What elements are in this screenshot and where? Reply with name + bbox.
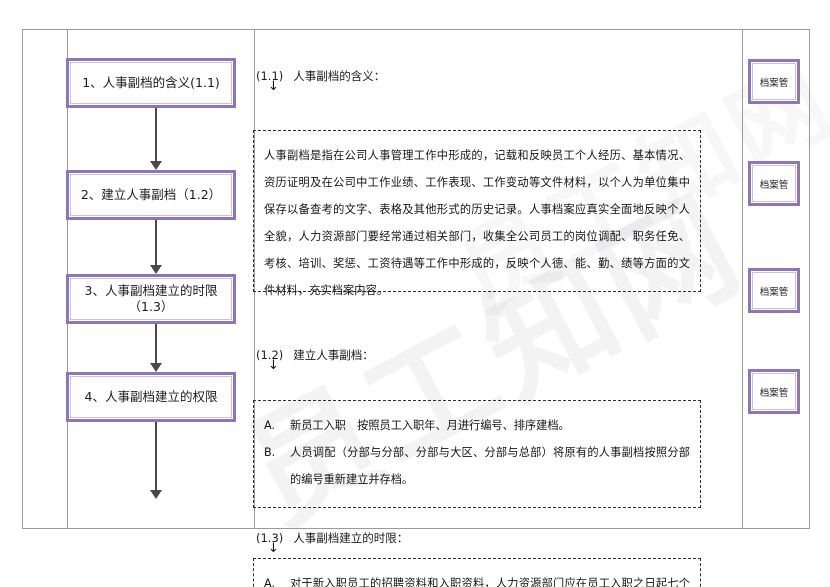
section-2-body: A. 新员工入职 按照员工入职年、月进行编号、排序建档。 B. 人员调配（分部与…	[253, 400, 701, 508]
flow-arrow-1-head	[150, 161, 162, 170]
flow-step-1-label: 1、人事副档的含义(1.1)	[82, 75, 220, 91]
section-2-number: (1.2)	[256, 348, 284, 362]
section-3-title: 人事副档建立的时限：	[293, 531, 409, 545]
section-2-title: 建立人事副档：	[293, 348, 374, 362]
flow-step-3[interactable]: 3、人事副档建立的时限（1.3）	[66, 274, 236, 324]
list-item-marker: A.	[264, 577, 276, 587]
flow-step-3-label: 3、人事副档建立的时限（1.3）	[84, 283, 218, 314]
sidebar-column: 档案管 档案管 档案管 档案管	[719, 29, 810, 529]
sidebar-box-4[interactable]: 档案管	[748, 369, 800, 414]
content-column: (1.1) 人事副档的含义： ↓ 人事副档是指在公司人事管理工作中形成的，记载和反…	[231, 29, 719, 587]
section-1-down-arrow-icon: ↓	[268, 79, 279, 94]
section-2-heading: (1.2) 建立人事副档： ↓	[256, 348, 374, 372]
section-1-paragraph: 人事副档是指在公司人事管理工作中形成的，记载和反映员工个人经历、基本情况、资历证…	[264, 149, 690, 297]
flow-step-2-label: 2、建立人事副档（1.2）	[80, 187, 222, 203]
sidebar-box-3[interactable]: 档案管	[748, 268, 800, 313]
flow-arrow-1-line	[155, 108, 157, 161]
list-item: A. 对于新入职员工的招聘资料和入职资料，人力资源部门应在员工入职之日起七个工作…	[264, 570, 690, 587]
list-item-text: 对于新入职员工的招聘资料和入职资料，人力资源部门应在员工入职之日起七个工作日内，…	[290, 577, 690, 587]
flow-step-4[interactable]: 4、人事副档建立的权限	[66, 372, 236, 422]
list-item: B. 人员调配（分部与分部、分部与大区、分部与总部）将原有的人事副档按照分部的编…	[264, 439, 690, 493]
flow-arrow-2	[150, 220, 162, 274]
section-1-body: 人事副档是指在公司人事管理工作中形成的，记载和反映员工个人经历、基本情况、资历证…	[253, 130, 701, 297]
section-3-heading: (1.3) 人事副档建立的时限： ↓	[256, 531, 409, 555]
flow-arrow-4-head	[150, 490, 162, 499]
flow-arrow-2-line	[155, 220, 157, 265]
list-item-marker: B.	[264, 446, 276, 459]
sidebar-box-2[interactable]: 档案管	[748, 161, 800, 206]
flow-arrow-4	[150, 422, 162, 499]
flow-arrow-3	[150, 324, 162, 372]
section-3-body: A. 对于新入职员工的招聘资料和入职资料，人力资源部门应在员工入职之日起七个工作…	[253, 558, 701, 587]
flow-arrow-4-line	[155, 422, 157, 490]
sidebar-box-2-label: 档案管	[759, 179, 789, 191]
sidebar-box-1-label: 档案管	[759, 77, 789, 89]
flow-arrow-1	[150, 108, 162, 170]
section-3-down-arrow-icon: ↓	[268, 541, 279, 556]
section-3-number: (1.3)	[256, 531, 284, 545]
sidebar-box-4-label: 档案管	[759, 387, 789, 399]
column-divider-3	[742, 30, 743, 528]
flow-step-1[interactable]: 1、人事副档的含义(1.1)	[66, 58, 236, 108]
flow-arrow-3-line	[155, 324, 157, 363]
sidebar-box-1[interactable]: 档案管	[748, 59, 800, 104]
list-item-marker: A.	[264, 419, 276, 432]
section-1-heading: (1.1) 人事副档的含义： ↓	[256, 69, 386, 93]
section-1-number: (1.1)	[256, 69, 284, 83]
flow-step-4-label: 4、人事副档建立的权限	[84, 389, 218, 405]
flow-arrow-2-head	[150, 265, 162, 274]
section-1-title: 人事副档的含义：	[293, 69, 386, 83]
flowchart-column: 1、人事副档的含义(1.1) 2、建立人事副档（1.2） 3、人事副档建立的时限…	[66, 29, 254, 529]
section-2-down-arrow-icon: ↓	[268, 358, 279, 373]
flow-arrow-3-head	[150, 363, 162, 372]
list-item: A. 新员工入职 按照员工入职年、月进行编号、排序建档。	[264, 412, 690, 439]
list-item-text: 人员调配（分部与分部、分部与大区、分部与总部）将原有的人事副档按照分部的编号重新…	[290, 446, 690, 486]
list-item-text: 新员工入职 按照员工入职年、月进行编号、排序建档。	[290, 419, 570, 432]
flow-step-2[interactable]: 2、建立人事副档（1.2）	[66, 170, 236, 220]
sidebar-box-3-label: 档案管	[759, 286, 789, 298]
column-divider-2	[254, 30, 255, 528]
